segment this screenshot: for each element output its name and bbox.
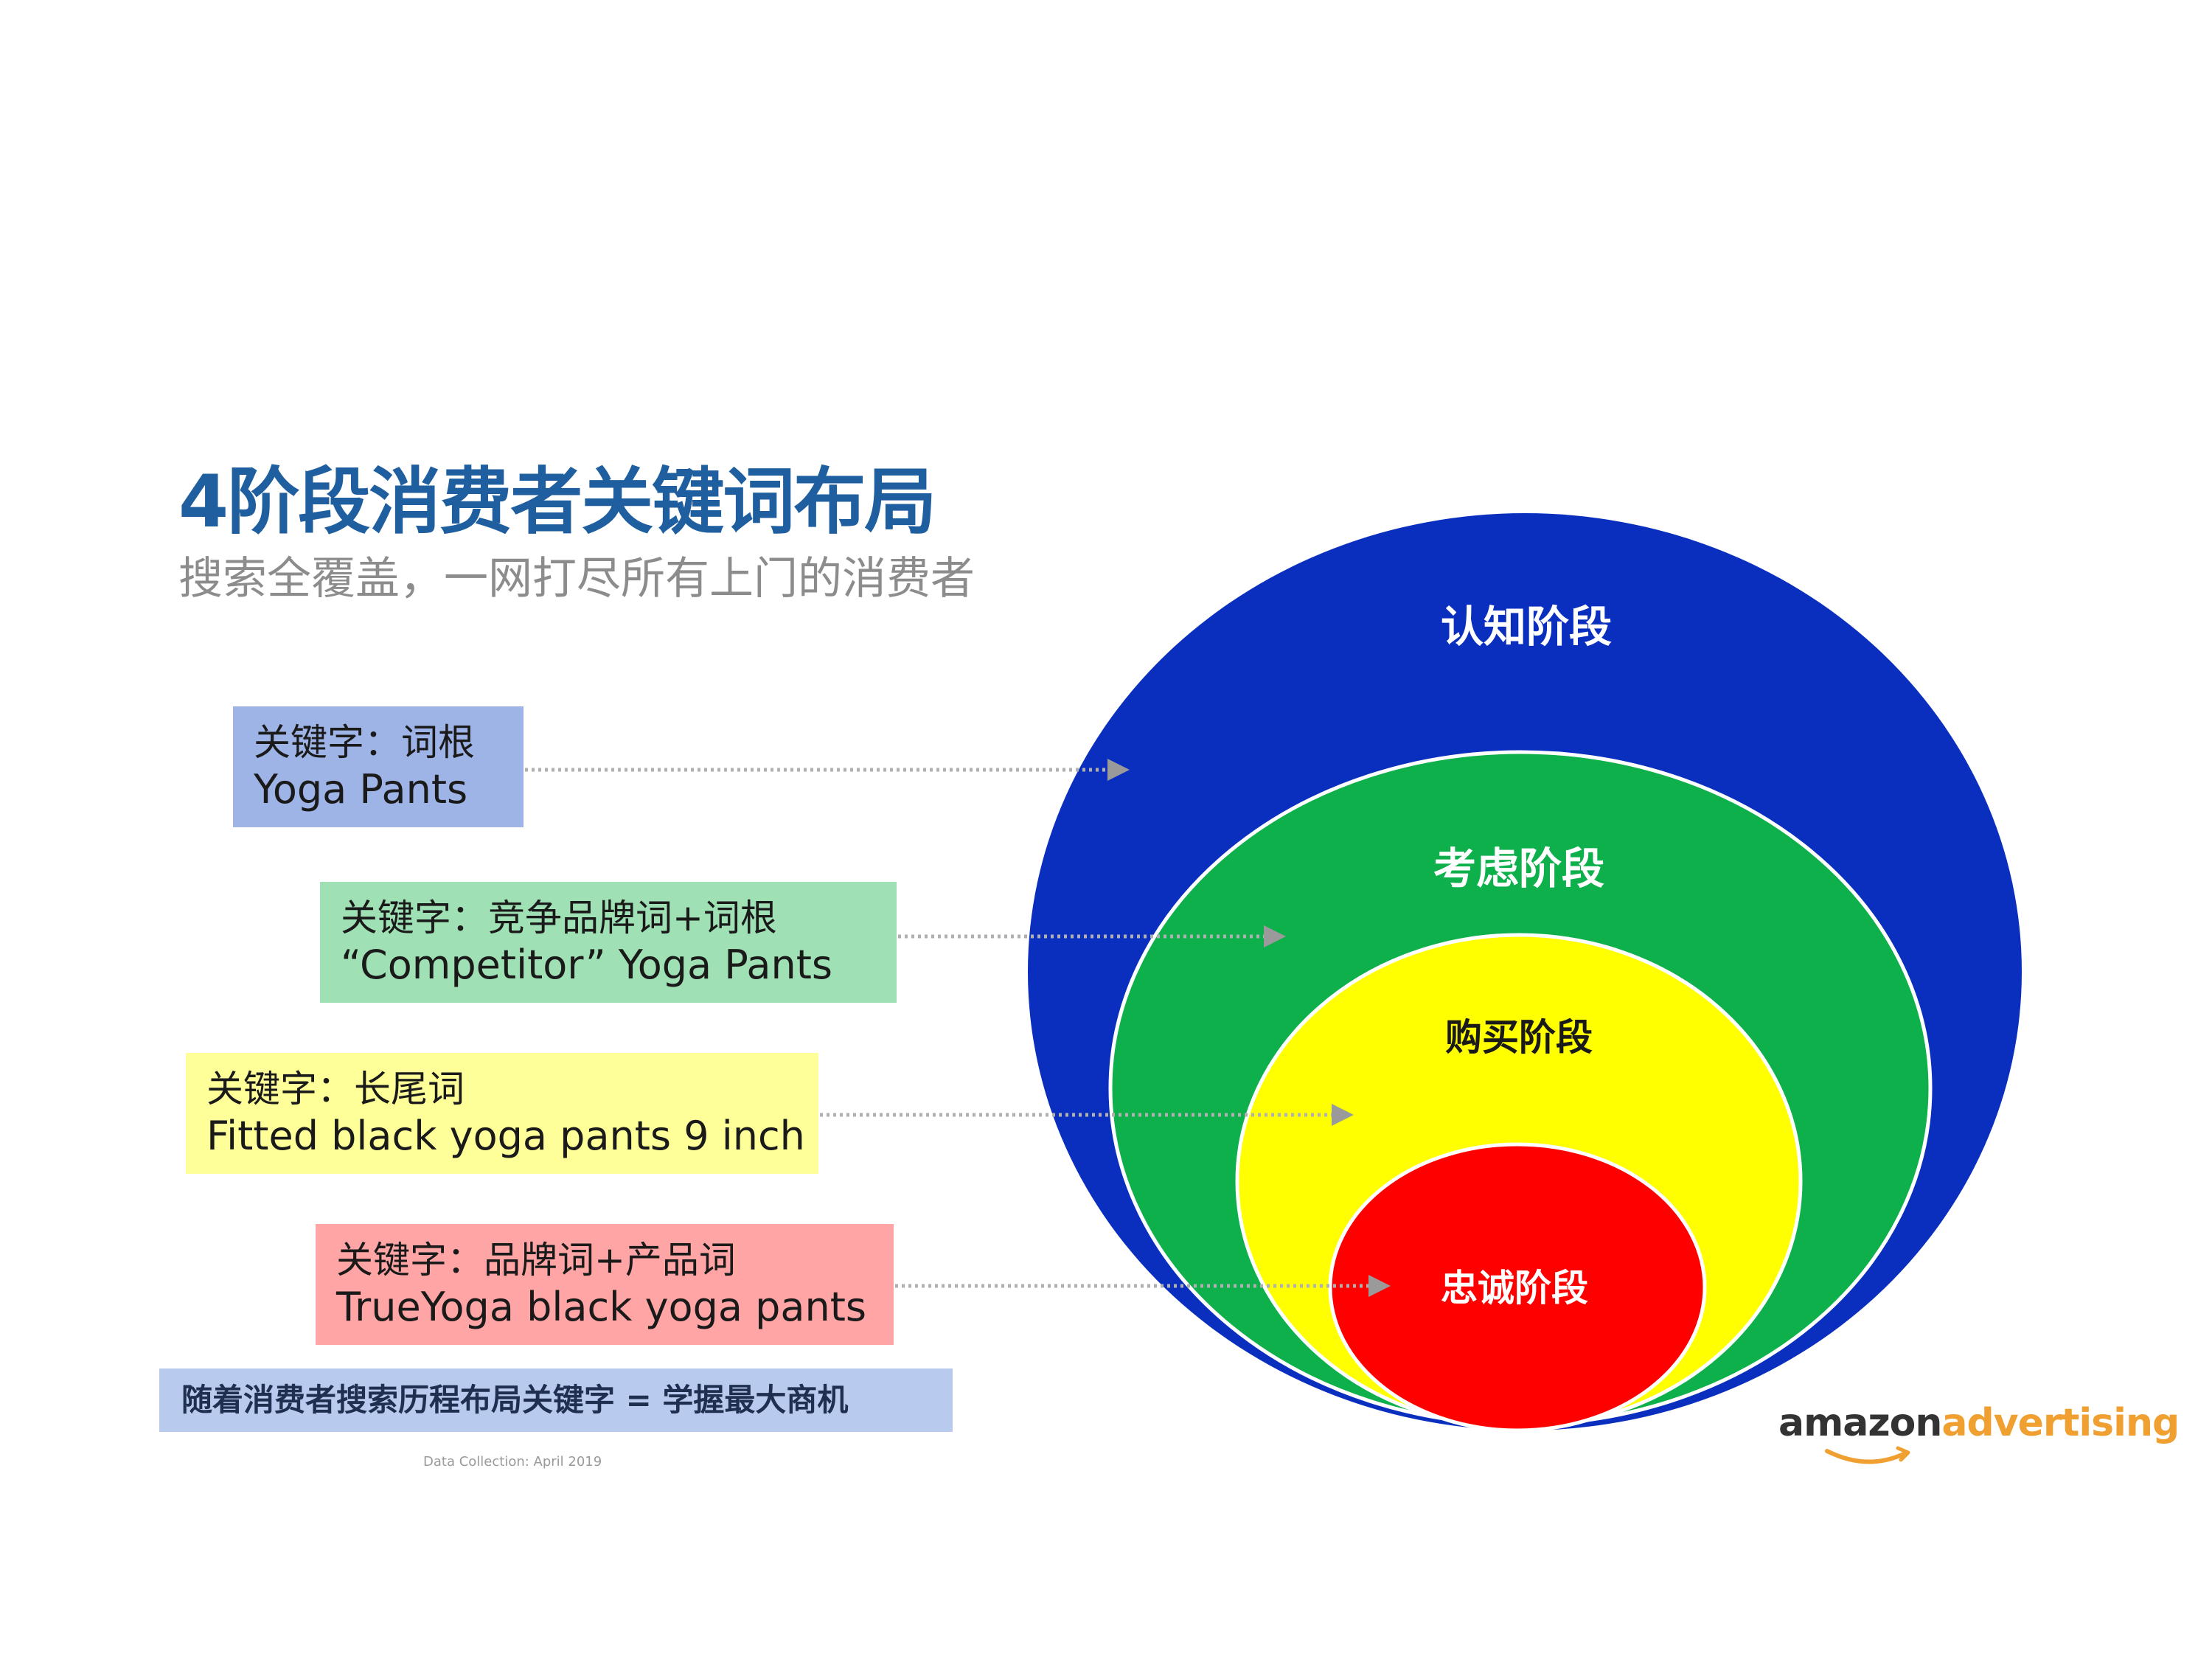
keyword-box-label: 关键字：词根 (254, 721, 475, 764)
keyword-box-competitor: 关键字：竞争品牌词+词根 “Competitor” Yoga Pants (320, 882, 897, 1003)
logo-advertising-text: advertising (1941, 1401, 2180, 1445)
keyword-box-longtail: 关键字：长尾词 Fitted black yoga pants 9 inch (186, 1053, 818, 1174)
keyword-box-example: Yoga Pants (254, 766, 468, 813)
summary-banner: 随着消费者搜索历程布局关键字 = 学握最大商机 (159, 1368, 953, 1432)
page-title: 4阶段消费者关键词布局 (178, 460, 936, 544)
amazon-advertising-logo: amazonadvertising (1778, 1401, 2180, 1475)
stage-label-loyalty: 忠诚阶段 (1441, 1267, 1588, 1310)
stage-label-purchase: 购买阶段 (1445, 1016, 1593, 1059)
keyword-box-example: TrueYoga black yoga pants (336, 1284, 867, 1330)
keyword-box-label: 关键字：品牌词+产品词 (336, 1239, 736, 1281)
keyword-box-brand: 关键字：品牌词+产品词 TrueYoga black yoga pants (316, 1224, 894, 1345)
keyword-box-label: 关键字：竞争品牌词+词根 (341, 897, 777, 939)
stage-label-consideration: 考虑阶段 (1433, 844, 1604, 894)
keyword-box-example: Fitted black yoga pants 9 inch (206, 1113, 805, 1159)
amazon-smile-icon (1825, 1446, 1910, 1464)
page-subtitle: 搜索全覆盖，一网打尽所有上门的消费者 (178, 553, 975, 605)
data-collection-note: Data Collection: April 2019 (423, 1454, 602, 1470)
keyword-box-label: 关键字：长尾词 (206, 1068, 465, 1110)
stage-label-awareness: 认知阶段 (1441, 602, 1612, 652)
stage-circle-loyalty (1328, 1142, 1707, 1433)
keyword-box-example: “Competitor” Yoga Pants (341, 942, 833, 988)
keyword-box-root: 关键字：词根 Yoga Pants (233, 706, 524, 827)
logo-amazon-text: amazon (1778, 1401, 1942, 1445)
